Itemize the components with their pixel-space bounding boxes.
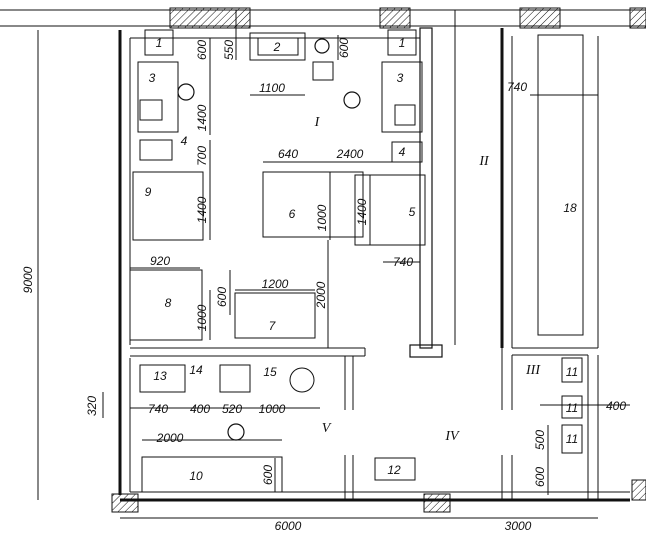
item-14: 14 [189, 363, 203, 377]
room-label-iv: IV [444, 429, 460, 444]
item-5: 5 [409, 205, 416, 219]
dim-600-right: 600 [533, 467, 547, 487]
dim-600-bottom: 600 [261, 465, 275, 485]
room-label-ii: II [478, 154, 490, 169]
item-6: 6 [289, 207, 296, 221]
item-13: 13 [153, 369, 167, 383]
dim-520: 520 [222, 402, 242, 416]
building-walls [0, 7, 646, 513]
equipment [129, 29, 584, 493]
dim-320: 320 [85, 396, 99, 416]
item-12: 12 [387, 463, 401, 477]
item-18: 18 [563, 201, 577, 215]
item-15: 15 [263, 365, 277, 379]
dimension-lines [37, 10, 630, 519]
item-3-left: 3 [149, 71, 156, 85]
dim-920: 920 [150, 254, 170, 268]
dim-740-a: 740 [393, 255, 413, 269]
dim-550: 550 [222, 40, 236, 60]
dim-1000-b: 1000 [195, 304, 209, 331]
dim-500: 500 [533, 430, 547, 450]
dim-1400-a: 1400 [195, 104, 209, 131]
dim-1400-b: 1400 [195, 196, 209, 223]
room-label-i: I [314, 115, 321, 130]
dimension-labels: 9000 6000 3000 550 600 600 1100 1400 700… [21, 38, 626, 533]
item-11-a: 11 [566, 365, 578, 379]
room-label-v: V [322, 421, 332, 436]
dim-640: 640 [278, 147, 298, 161]
dim-2000-b: 2000 [156, 431, 184, 445]
item-1-right: 1 [399, 36, 406, 50]
item-2: 2 [273, 40, 281, 54]
item-11-b: 11 [566, 401, 578, 415]
dim-600-top-left: 600 [195, 40, 209, 60]
dim-overall-width-right: 3000 [505, 519, 532, 533]
item-1-left: 1 [156, 36, 163, 50]
item-8: 8 [165, 296, 172, 310]
item-10: 10 [189, 469, 203, 483]
dim-740-top-right: 740 [507, 80, 527, 94]
item-4-right: 4 [399, 145, 406, 159]
dim-400-b: 400 [606, 399, 626, 413]
dim-1400-c: 1400 [355, 198, 369, 225]
room-label-iii: III [525, 363, 541, 378]
room-labels: I II III IV V [314, 115, 542, 444]
item-9: 9 [145, 185, 152, 199]
item-4-left: 4 [181, 134, 188, 148]
dim-1000-c: 1000 [259, 402, 286, 416]
dim-600-top-right: 600 [337, 38, 351, 58]
dim-overall-width-left: 6000 [275, 519, 302, 533]
dim-400-a: 400 [190, 402, 210, 416]
dim-1200: 1200 [262, 277, 289, 291]
item-11-c: 11 [566, 432, 578, 446]
dim-overall-height: 9000 [21, 266, 35, 293]
dim-600-mid: 600 [215, 287, 229, 307]
item-numbers: 1 1 2 3 3 4 4 5 6 7 8 9 10 11 11 11 12 1… [145, 36, 579, 483]
dim-2400: 2400 [336, 147, 364, 161]
dim-2000-a: 2000 [314, 281, 328, 309]
dim-1000-a: 1000 [315, 204, 329, 231]
dim-1100: 1100 [259, 81, 285, 95]
item-3-right: 3 [397, 71, 404, 85]
dim-700: 700 [195, 146, 209, 166]
dim-740-b: 740 [148, 402, 168, 416]
item-7: 7 [269, 319, 277, 333]
